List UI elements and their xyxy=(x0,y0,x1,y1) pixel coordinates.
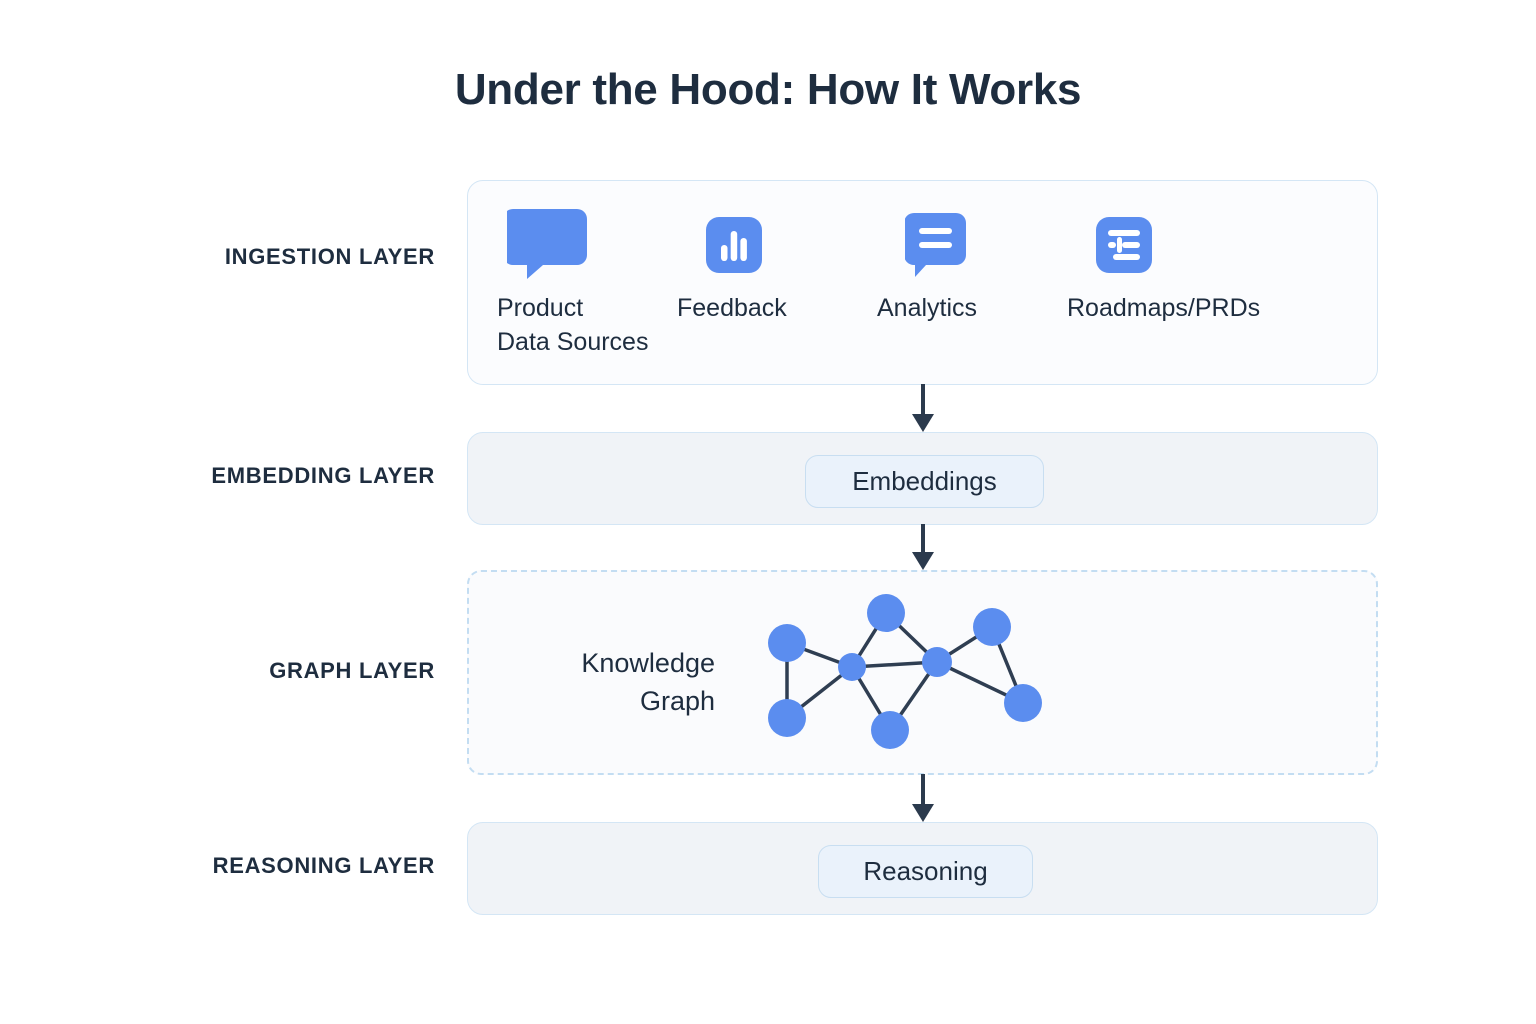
page-title: Under the Hood: How It Works xyxy=(454,65,1082,114)
embeddings-pill[interactable]: Embeddings xyxy=(805,455,1044,508)
graph-node xyxy=(922,647,952,677)
ingestion-item-label: Analytics xyxy=(877,294,978,322)
layer-label-ingestion: INGESTION LAYER xyxy=(224,244,435,269)
ingestion-items: Product Data Sources Feedback Analytics xyxy=(497,208,1357,360)
ingestion-item-analytics[interactable]: Analytics xyxy=(877,208,1067,326)
graph-layer-box xyxy=(467,570,1378,775)
graph-node xyxy=(867,594,905,632)
graph-node xyxy=(973,608,1011,646)
arrow-embedding-to-graph xyxy=(912,524,934,570)
layer-label-reasoning: REASONING LAYER xyxy=(212,853,435,878)
graph-node xyxy=(871,711,909,749)
knowledge-graph-network xyxy=(768,594,1042,749)
layer-label-graph: GRAPH LAYER xyxy=(269,658,435,683)
ingestion-item-feedback[interactable]: Feedback xyxy=(677,208,877,326)
graph-node xyxy=(1004,684,1042,722)
sliders-icon xyxy=(1095,208,1153,282)
layer-label-embedding: EMBEDDING LAYER xyxy=(211,463,435,488)
ingestion-item-label: Roadmaps/PRDs xyxy=(1067,294,1261,322)
message-lines-icon xyxy=(905,208,967,282)
ingestion-item-product-data-sources[interactable]: Product Data Sources xyxy=(497,208,677,360)
reasoning-pill[interactable]: Reasoning xyxy=(818,845,1033,898)
arrow-ingestion-to-embedding xyxy=(912,384,934,432)
ingestion-item-roadmaps-prds[interactable]: Roadmaps/PRDs xyxy=(1067,208,1317,326)
graph-node xyxy=(838,653,866,681)
graph-node xyxy=(768,624,806,662)
ingestion-item-label: Product Data Sources xyxy=(497,294,649,356)
speech-bubble-icon xyxy=(507,208,591,282)
reasoning-layer-box xyxy=(467,822,1378,915)
graph-node xyxy=(768,699,806,737)
ingestion-item-label: Feedback xyxy=(677,294,787,322)
bar-chart-icon xyxy=(705,208,763,282)
knowledge-graph-caption: Knowledge Graph xyxy=(581,648,715,716)
arrow-graph-to-reasoning xyxy=(912,774,934,822)
